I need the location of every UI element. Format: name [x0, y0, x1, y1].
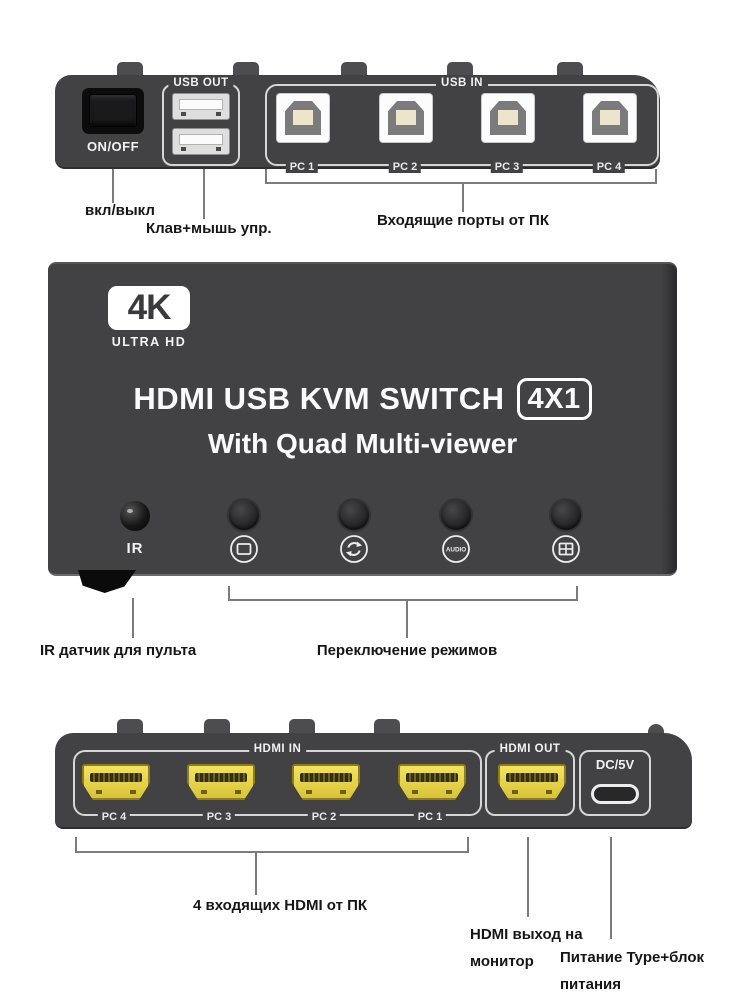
bracket-tick [467, 837, 469, 852]
single-screen-icon [230, 535, 258, 563]
bracket-line [265, 182, 657, 184]
audio-icon-label: AUDIO [446, 546, 466, 553]
hdmi-in-port-label: PC 2 [307, 811, 341, 823]
bracket-stem [462, 182, 464, 212]
panel-side-edge [661, 264, 677, 574]
usb-b-port [276, 93, 330, 143]
bracket-line [228, 599, 578, 601]
mode-button-2 [339, 500, 369, 530]
hdmi-port [398, 764, 466, 800]
bracket-line [75, 851, 469, 853]
usb-c-power-port [591, 784, 639, 804]
cycle-icon [340, 535, 368, 563]
hdmi-in-port-label: PC 3 [202, 811, 236, 823]
usb-a-port [172, 128, 230, 155]
mode-button-1 [229, 500, 259, 530]
bracket-tick [228, 586, 230, 601]
dc-5v-label: DC/5V [595, 757, 635, 772]
usb-in-port-label: PC 4 [592, 161, 626, 173]
power-rocker [89, 94, 137, 127]
usb-in-port-label: PC 2 [388, 161, 422, 173]
product-title-row: HDMI USB KVM SWITCH 4X1 [48, 378, 677, 421]
usb-in-group-label: USB IN [436, 77, 488, 89]
mount-tab [117, 62, 143, 78]
usb-in-callout-label: Входящие порты от ПК [377, 212, 549, 229]
usb-a-port [172, 93, 230, 120]
hdmi-in-group-label: HDMI IN [248, 743, 307, 755]
keyboard-mouse-callout-label: Клав+мышь упр. [146, 220, 272, 237]
hdmi-in-group: HDMI IN PC 4 PC 3 PC 2 PC 1 [73, 743, 482, 823]
badge-4k: 4K [108, 286, 190, 330]
dc-power-group: DC/5V [579, 750, 651, 816]
hdmi-port [292, 764, 360, 800]
hdmi-out-callout-label: HDMI выход на монитор [470, 926, 583, 970]
mount-tab [374, 719, 400, 735]
bracket-stem [255, 851, 257, 895]
mount-tab [341, 62, 367, 78]
dc-power-callout-label: Питание Type+блок питания [560, 949, 705, 993]
mount-tab [447, 62, 473, 78]
usb-out-group-label: USB OUT [168, 77, 234, 89]
callout-line [527, 837, 529, 917]
bracket-tick [75, 837, 77, 852]
mount-tab [117, 719, 143, 735]
callout-line [203, 169, 205, 219]
device-foot [78, 570, 136, 593]
bracket-tick [576, 586, 578, 601]
ir-callout-label: IR датчик для пульта [40, 642, 197, 659]
mount-tab [233, 62, 259, 78]
usb-in-port-label: PC 3 [490, 161, 524, 173]
callout-line [112, 169, 114, 203]
title-4x1-badge: 4X1 [516, 378, 592, 421]
mode-button-4 [551, 500, 581, 530]
usb-in-port-label: PC 1 [285, 161, 319, 173]
hdmi-port [187, 764, 255, 800]
callout-line [610, 837, 612, 939]
usb-b-port [379, 93, 433, 143]
quad-grid-icon [552, 535, 580, 563]
ir-label: IR [126, 540, 144, 557]
mount-tab [204, 719, 230, 735]
usb-b-port [481, 93, 535, 143]
audio-icon: AUDIO [442, 535, 470, 563]
product-title: HDMI USB KVM SWITCH [133, 381, 505, 417]
hdmi-port [82, 764, 150, 800]
mode-buttons-callout-label: Переключение режимов [316, 642, 498, 659]
hdmi-in-port-label: PC 1 [413, 811, 447, 823]
usb-out-group: USB OUT [162, 77, 240, 166]
power-switch [82, 88, 144, 134]
hdmi-out-group-label: HDMI OUT [494, 743, 566, 755]
product-subtitle: With Quad Multi-viewer [207, 428, 518, 459]
hdmi-port [498, 764, 566, 800]
hdmi-in-port-label: PC 4 [97, 811, 131, 823]
device-top-panel: ON/OFF USB OUT USB IN PC 1 PC 2 PC 3 PC … [55, 75, 660, 173]
mount-tab [289, 719, 315, 735]
mode-button-3 [441, 500, 471, 530]
mount-nub [648, 724, 664, 734]
bracket-stem [406, 599, 408, 638]
device-front-panel: 4K ULTRA HD HDMI USB KVM SWITCH 4X1 With… [48, 262, 677, 576]
callout-line [132, 598, 134, 638]
hdmi-in-callout-label: 4 входящих HDMI от ПК [192, 897, 368, 914]
device-bottom-panel: HDMI IN PC 4 PC 3 PC 2 PC 1 HDMI OUT DC/… [55, 733, 692, 829]
badge-ultra-hd: ULTRA HD [111, 335, 187, 349]
hdmi-out-group: HDMI OUT [485, 743, 575, 816]
ir-sensor [120, 501, 150, 531]
mount-tab [557, 62, 583, 78]
bracket-tick [655, 169, 657, 184]
power-switch-label: ON/OFF [86, 139, 140, 154]
usb-in-group: USB IN PC 1 PC 2 PC 3 PC 4 [265, 77, 659, 173]
bracket-tick [265, 169, 267, 184]
power-callout-label: вкл/выкл [85, 202, 155, 219]
usb-b-port [583, 93, 637, 143]
